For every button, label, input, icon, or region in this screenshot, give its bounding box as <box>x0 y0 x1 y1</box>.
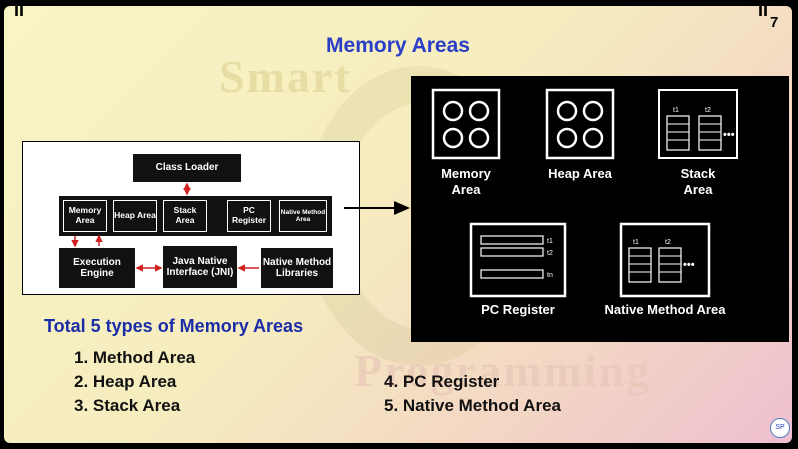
channel-logo: SP <box>770 418 790 438</box>
diagram-arrows <box>71 182 259 272</box>
watermark-programming: Programming <box>354 345 652 396</box>
list-item: 5. Native Method Area <box>384 396 561 415</box>
heap-area-box: Heap Area <box>113 200 157 232</box>
stack-area-box: Stack Area <box>163 200 207 232</box>
stack-thread-t2: t2 <box>705 107 711 114</box>
memory-illustrations: t1 t2 ••• t1 t2 tn t1 t2 ••• <box>431 88 738 298</box>
jvm-architecture-diagram: Class Loader Memory Area Heap Area Stack… <box>22 141 360 295</box>
native-libraries-box: Native Method Libraries <box>261 248 333 288</box>
watermark-smart: Smart <box>219 51 352 102</box>
corner-mark-left: II <box>14 6 25 20</box>
heap-area-illustration <box>545 88 615 160</box>
pc-register-box: PC Register <box>227 200 271 232</box>
stack-thread-t1: t1 <box>673 107 679 114</box>
panel-native-method-area-label: Native Method Area <box>604 302 726 317</box>
native-thread-t2: t2 <box>665 239 671 246</box>
panel-heap-area-label: Heap Area <box>548 166 612 181</box>
slide-title: Memory Areas <box>326 34 470 57</box>
connector-arrow <box>344 201 410 215</box>
page-number: 7 <box>770 14 779 31</box>
memory-areas-panel: t1 t2 ••• t1 t2 tn t1 t2 ••• Memory Area… <box>411 76 789 342</box>
memory-area-box: Memory Area <box>63 200 107 232</box>
summary-heading: Total 5 types of Memory Areas <box>44 316 304 336</box>
panel-pc-register-label: PC Register <box>481 302 555 317</box>
pc-register-illustration <box>469 222 567 298</box>
stack-area-illustration <box>658 89 738 159</box>
pc-thread-t2: t2 <box>547 250 553 257</box>
corner-mark-right: II <box>758 6 769 20</box>
native-ellipsis: ••• <box>683 259 695 271</box>
native-method-area-box: Native Method Area <box>279 200 327 232</box>
panel-memory-area-label: Memory Area <box>441 166 491 197</box>
memory-area-illustration <box>431 88 501 160</box>
slide-background: Smart Programming II II 7 Memory Areas C… <box>4 6 792 443</box>
list-item: 3. Stack Area <box>74 396 181 415</box>
list-item: 2. Heap Area <box>74 372 177 391</box>
pc-thread-t1: t1 <box>547 238 553 245</box>
panel-stack-area-label: Stack Area <box>680 166 716 197</box>
pc-thread-tn: tn <box>547 272 553 279</box>
native-thread-t1: t1 <box>633 239 639 246</box>
list-item: 4. PC Register <box>384 372 500 391</box>
stack-ellipsis: ••• <box>723 129 735 141</box>
list-item: 1. Method Area <box>74 348 196 367</box>
execution-engine-box: Execution Engine <box>59 248 135 288</box>
jni-box: Java Native Interface (JNI) <box>163 246 237 288</box>
class-loader-box: Class Loader <box>133 154 241 182</box>
native-method-area-illustration <box>619 222 711 298</box>
